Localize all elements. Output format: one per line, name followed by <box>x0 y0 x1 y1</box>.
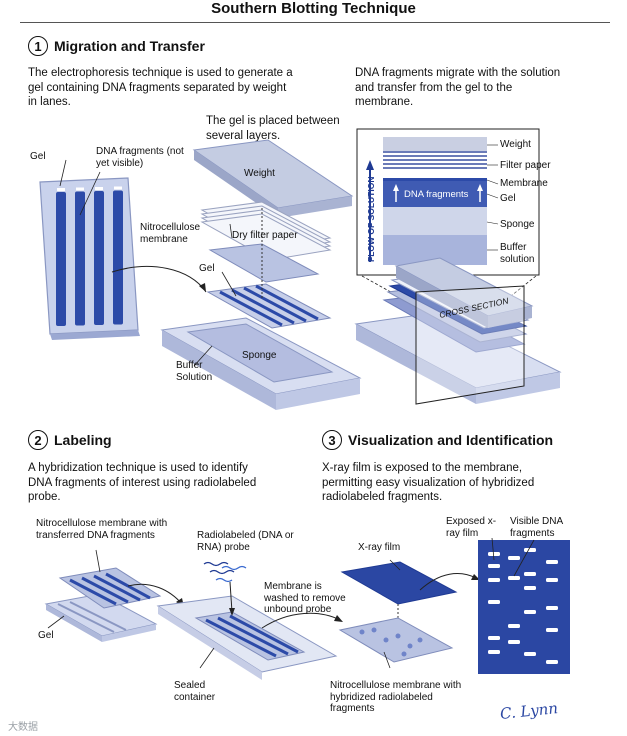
sealed-container-label: Sealed container <box>174 680 216 703</box>
gel-lane <box>56 192 66 326</box>
assembled-stack: CROSS SECTION <box>354 257 562 405</box>
cs-dna-fragments-label: DNA fragments <box>404 189 469 200</box>
weight-block <box>192 139 354 218</box>
gel-well <box>76 187 84 191</box>
cross-section-box: FLOW OF SOLUTION <box>356 128 540 276</box>
xray-film-label: X-ray film <box>358 542 401 553</box>
step-1-description: The electrophoresis technique is used to… <box>28 67 293 108</box>
layers-note: The gel is placed between several layers… <box>206 115 340 142</box>
step-3-description: X-ray film is exposed to the membrane, p… <box>322 462 535 503</box>
cs-buffer-solution-label: Buffer solution <box>500 242 535 265</box>
membrane-with-fragments-label: Nitrocellulose membrane with transferred… <box>36 518 168 541</box>
flow-of-solution-label: FLOW OF SOLUTION <box>366 177 376 262</box>
film-band <box>546 578 558 582</box>
membrane-washed-label: Membrane is washed to remove unbound pro… <box>264 581 346 615</box>
step-2-heading: 2 Labeling <box>28 430 112 450</box>
cs-gel-label: Gel <box>500 193 516 204</box>
film-band <box>488 600 500 604</box>
sealed-container <box>156 595 338 680</box>
membrane-sheet <box>208 243 320 283</box>
exposed-film-label: Exposed x-ray film <box>446 516 497 539</box>
gel-plate <box>39 177 140 340</box>
step-2-description: A hybridization technique is used to ide… <box>28 462 257 503</box>
gel-lane <box>94 191 104 325</box>
film-band <box>488 564 500 568</box>
gel-sheet <box>206 283 332 329</box>
title-divider <box>20 22 610 23</box>
film-band <box>508 556 520 560</box>
cs-filter-paper-label: Filter paper <box>500 160 551 171</box>
gel-sheet-label: Gel <box>199 263 215 274</box>
filter-paper-stack <box>200 201 332 261</box>
film-band <box>524 548 536 552</box>
cs-weight-label: Weight <box>500 139 531 150</box>
step-2-title: Labeling <box>54 432 112 448</box>
gel-lane <box>113 190 123 325</box>
gel-lane <box>75 191 85 326</box>
membrane-with-fragments <box>58 567 162 609</box>
sponge-label: Sponge <box>242 350 277 361</box>
nitrocellulose-membrane-label: Nitrocellulose membrane <box>140 222 201 245</box>
cs-membrane-label: Membrane <box>500 178 548 189</box>
gel-well <box>114 186 122 190</box>
film-band <box>508 576 520 580</box>
gel-small <box>44 593 158 642</box>
cs-sponge-label: Sponge <box>500 219 535 230</box>
step-1-description-right: DNA fragments migrate with the solution … <box>355 67 561 108</box>
gel-small-label: Gel <box>38 630 54 641</box>
watermark: 大数据 <box>8 722 38 733</box>
film-band <box>546 606 558 610</box>
film-band <box>508 624 520 628</box>
probe-squiggles <box>203 561 247 583</box>
step-1-heading: 1 Migration and Transfer <box>28 36 205 56</box>
step-1-number: 1 <box>28 36 48 56</box>
film-band <box>524 652 536 656</box>
dna-fragments-not-visible-label: DNA fragments (not yet visible) <box>96 146 184 169</box>
weight-label: Weight <box>244 168 275 179</box>
dry-filter-paper-label: Dry filter paper <box>232 230 298 241</box>
hybridized-membrane <box>338 617 454 663</box>
film-band <box>524 610 536 614</box>
gel-well <box>57 188 65 191</box>
page-title: Southern Blotting Technique <box>211 0 416 17</box>
film-band <box>546 628 558 632</box>
step-1-title: Migration and Transfer <box>54 38 205 54</box>
hybridized-membrane-label: Nitrocellulose membrane with hybridized … <box>330 680 462 714</box>
gel-well <box>95 187 103 190</box>
film-band <box>508 640 520 644</box>
radiolabeled-probe-label: Radiolabeled (DNA or RNA) probe <box>197 530 294 553</box>
step-2-number: 2 <box>28 430 48 450</box>
step-3-title: Visualization and Identification <box>348 432 554 448</box>
xray-film-sheet <box>340 561 458 605</box>
gel-label: Gel <box>30 151 46 162</box>
film-band <box>546 660 558 664</box>
film-band <box>488 636 500 640</box>
film-band <box>488 650 500 654</box>
buffer-solution-label: Buffer Solution <box>176 360 213 383</box>
film-band <box>524 586 536 590</box>
film-band <box>546 560 558 564</box>
film-band <box>488 578 500 582</box>
film-band <box>488 552 500 556</box>
step-3-heading: 3 Visualization and Identification <box>322 430 553 450</box>
visible-fragments-label: Visible DNA fragments <box>510 516 563 539</box>
film-band <box>524 572 536 576</box>
buffer-tray <box>160 317 362 410</box>
step-3-number: 3 <box>322 430 342 450</box>
exposed-film <box>478 540 570 674</box>
